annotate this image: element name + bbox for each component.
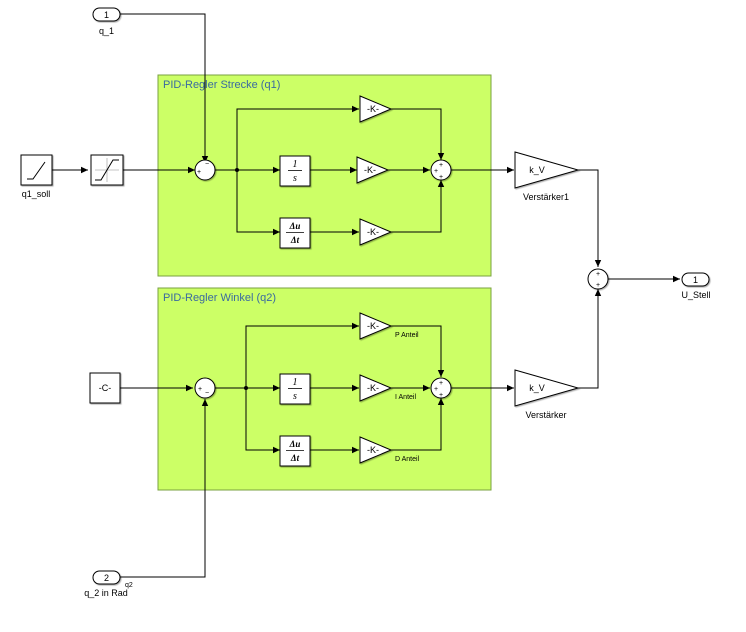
integrator-lower-den: s bbox=[293, 391, 297, 402]
inport-q1[interactable]: 1 q_1 bbox=[92, 7, 121, 36]
gain-lower-i[interactable]: -K- I Anteil bbox=[359, 374, 416, 402]
integrator-upper-den: s bbox=[293, 173, 297, 184]
saturation-block[interactable] bbox=[90, 154, 124, 186]
sum-lower-pid[interactable]: + + + bbox=[430, 377, 452, 399]
outport-u-stell[interactable]: 1 U_Stell bbox=[681, 272, 711, 300]
sum-final[interactable]: + + bbox=[587, 268, 609, 290]
amplifier-upper-label: Verstärker1 bbox=[523, 192, 569, 202]
integrator-lower-num: 1 bbox=[293, 377, 298, 388]
sum-upper-pid-plus-left: + bbox=[434, 168, 438, 175]
sum-upper-feedback[interactable]: + − bbox=[194, 159, 216, 181]
sum-upper-feedback-minus: − bbox=[205, 161, 209, 168]
amplifier-upper[interactable]: k_V Verstärker1 bbox=[514, 151, 580, 202]
gain-lower-p[interactable]: -K- P Anteil bbox=[359, 312, 419, 340]
gain-upper-i-text: -K- bbox=[364, 165, 376, 175]
sum-upper-pid-plus-top: + bbox=[439, 162, 443, 169]
outport-number: 1 bbox=[693, 275, 698, 285]
integrator-upper-num: 1 bbox=[293, 159, 298, 170]
saturation-icon bbox=[95, 158, 119, 182]
inport-q2[interactable]: 2 q_2 in Rad q2 bbox=[84, 570, 133, 598]
derivative-upper-den: Δt bbox=[290, 235, 300, 245]
amplifier-lower-text: k_V bbox=[529, 383, 545, 393]
derivative-upper[interactable]: Δu Δt bbox=[279, 217, 311, 249]
ramp-block[interactable]: q1_soll bbox=[20, 154, 53, 199]
sum-lower-pid-plus-left: + bbox=[434, 386, 438, 393]
inport-q1-number: 1 bbox=[104, 10, 109, 20]
derivative-lower-num: Δu bbox=[289, 439, 301, 449]
sum-lower-feedback[interactable]: + − bbox=[194, 377, 216, 399]
sum-final-plus-top: + bbox=[596, 271, 600, 278]
gain-upper-i[interactable]: -K- bbox=[356, 156, 390, 184]
amplifier-lower[interactable]: k_V Verstärker bbox=[514, 369, 580, 420]
ramp-label: q1_soll bbox=[22, 189, 51, 199]
gain-upper-d[interactable]: -K- bbox=[359, 218, 393, 246]
constant-text: -C- bbox=[99, 383, 112, 393]
amplifier-lower-label: Verstärker bbox=[525, 410, 566, 420]
sum-upper-pid-plus-bottom: + bbox=[439, 174, 443, 181]
sum-lower-feedback-minus: − bbox=[205, 390, 209, 397]
integrator-lower[interactable]: 1 s bbox=[279, 373, 311, 405]
derivative-lower[interactable]: Δu Δt bbox=[279, 435, 311, 467]
gain-lower-p-label: P Anteil bbox=[395, 332, 419, 339]
sum-upper-feedback-plus: + bbox=[197, 169, 201, 176]
inport-q2-signal-label: q2 bbox=[125, 582, 133, 589]
sum-lower-pid-plus-bottom: + bbox=[439, 392, 443, 399]
constant-block[interactable]: -C- bbox=[89, 372, 121, 404]
gain-upper-d-text: -K- bbox=[367, 227, 379, 237]
area-pid-strecke-title: PID-Regler Strecke (q1) bbox=[163, 79, 280, 91]
sum-upper-pid[interactable]: + + + bbox=[430, 159, 452, 181]
inport-q2-number: 2 bbox=[104, 573, 109, 583]
wires-upper bbox=[52, 13, 602, 267]
area-pid-winkel-title: PID-Regler Winkel (q2) bbox=[163, 292, 276, 304]
gain-lower-d-text: -K- bbox=[367, 445, 379, 455]
gain-upper-p[interactable]: -K- bbox=[359, 95, 393, 123]
sum-lower-feedback-plus: + bbox=[198, 386, 202, 393]
gain-lower-p-text: -K- bbox=[367, 321, 379, 331]
derivative-upper-num: Δu bbox=[289, 221, 301, 231]
sum-final-plus-bottom: + bbox=[596, 282, 600, 289]
wires-lower bbox=[120, 275, 680, 578]
sum-lower-pid-plus-top: + bbox=[439, 380, 443, 387]
ramp-icon bbox=[27, 161, 46, 180]
outport-label: U_Stell bbox=[681, 290, 710, 300]
inport-q1-label: q_1 bbox=[99, 26, 114, 36]
gain-lower-i-text: -K- bbox=[367, 383, 379, 393]
gain-upper-p-text: -K- bbox=[367, 104, 379, 114]
inport-q2-label: q_2 in Rad bbox=[84, 588, 128, 598]
integrator-upper[interactable]: 1 s bbox=[279, 155, 311, 187]
amplifier-upper-text: k_V bbox=[529, 165, 545, 175]
derivative-lower-den: Δt bbox=[290, 453, 300, 463]
gain-lower-d-label: D Anteil bbox=[395, 456, 420, 463]
gain-lower-d[interactable]: -K- D Anteil bbox=[359, 436, 420, 464]
gain-lower-i-label: I Anteil bbox=[395, 394, 416, 401]
